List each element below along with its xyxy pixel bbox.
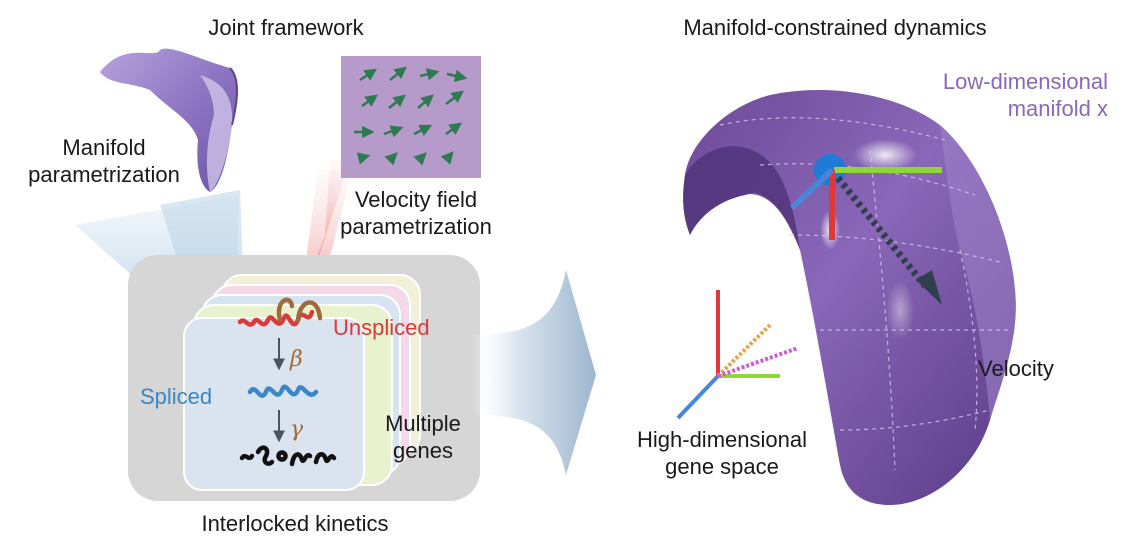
degraded-rna [239, 445, 337, 467]
velocity-field-label-line-2: parametrization [340, 214, 492, 239]
unspliced-intron [276, 297, 323, 323]
beta-symbol: β [290, 347, 303, 372]
gene-space-axes [676, 290, 799, 420]
multiple-genes-line-2: genes [393, 438, 453, 463]
velocity-label: Velocity [978, 356, 1054, 381]
right-panel-title: Manifold-constrained dynamics [683, 15, 987, 40]
transition-arrow [470, 270, 596, 475]
interlocked-kinetics-label: Interlocked kinetics [201, 511, 389, 536]
manifold-x-line-2: manifold x [1007, 96, 1108, 121]
gene-space-label: High-dimensional gene space [606, 426, 838, 480]
multiple-genes-line-1: Multiple [385, 411, 461, 436]
manifold-label-line-1: Manifold [62, 135, 146, 160]
velocity-dotted-arrow [835, 175, 928, 289]
multiple-genes-label: Multiple genes [370, 410, 476, 464]
manifold-axis-blue [789, 167, 835, 211]
unspliced-label: Unspliced [333, 315, 430, 340]
gamma-symbol: γ [290, 417, 304, 442]
spliced-label: Spliced [140, 384, 213, 409]
velocity-arrowhead [916, 270, 942, 305]
velocity-field-panel [341, 56, 481, 178]
velocity-field-label: Velocity field parametrization [320, 186, 512, 240]
manifold-parametrization-label: Manifold parametrization [4, 134, 204, 188]
left-panel-title: Joint framework [208, 15, 364, 40]
gene-space-line-2: gene space [665, 454, 779, 479]
gene-space-line-1: High-dimensional [637, 427, 807, 452]
velocity-field-arrows [354, 66, 468, 166]
low-dimensional-manifold-label: Low-dimensional manifold x [880, 68, 1108, 122]
manifold-x-line-1: Low-dimensional [942, 69, 1108, 94]
small-manifold-shape [100, 48, 238, 193]
spliced-rna [247, 384, 319, 398]
velocity-field-label-line-1: Velocity field [354, 187, 478, 212]
manifold-label-line-2: parametrization [28, 162, 180, 187]
